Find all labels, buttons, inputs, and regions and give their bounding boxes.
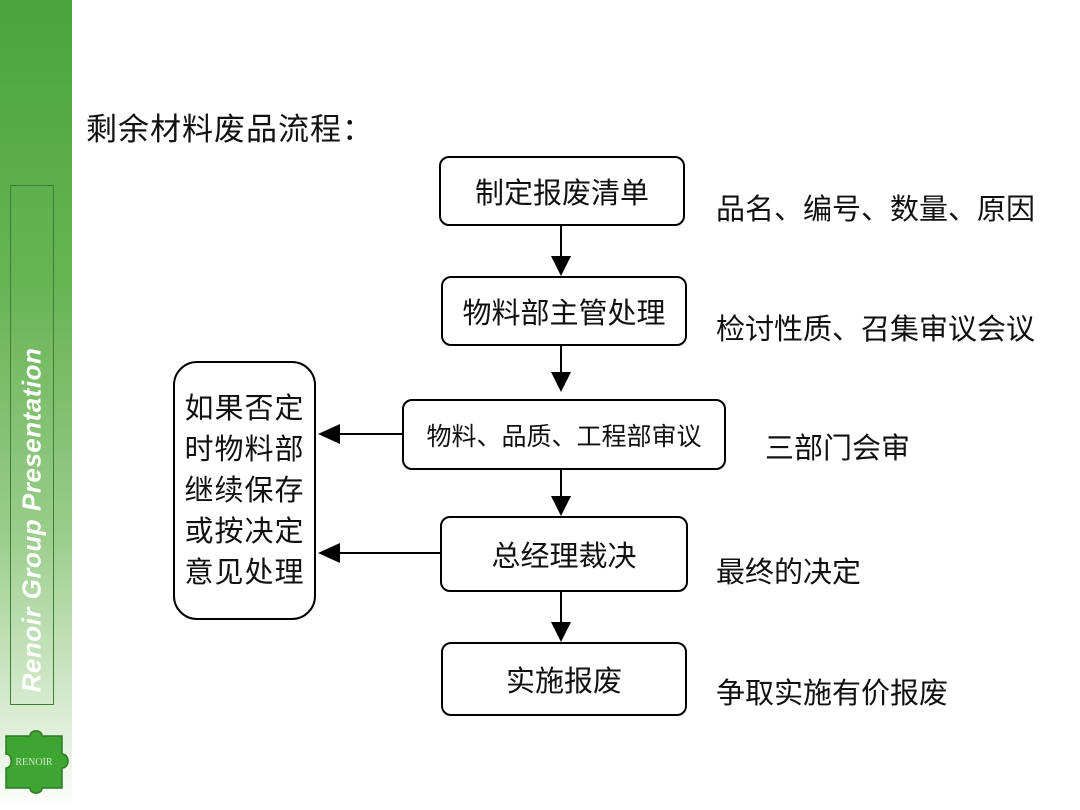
step-box-1: 制定报废清单	[439, 156, 685, 226]
step-note-3: 三部门会审	[765, 431, 911, 465]
step-box-3: 物料、品质、工程部审议	[402, 399, 726, 470]
sidebar-band	[0, 0, 72, 810]
step-box-4: 总经理裁决	[440, 516, 688, 592]
logo-text: RENOIR	[15, 757, 53, 768]
arrow-down-2	[551, 372, 571, 392]
step-note-1: 品名、编号、数量、原因	[716, 192, 1036, 226]
arrow-down-4	[551, 622, 571, 642]
step-note-2: 检讨性质、召集审议会议	[716, 312, 1036, 346]
side-box-text: 如果否定 时物料部 继续保存 或按决定 意见处理	[184, 391, 305, 589]
arrow-left-2	[318, 543, 340, 563]
arrow-down-1	[551, 256, 571, 276]
step-box-2: 物料部主管处理	[441, 276, 687, 346]
side-box: 如果否定 时物料部 继续保存 或按决定 意见处理	[173, 361, 316, 620]
puzzle-logo-icon: RENOIR	[5, 730, 69, 794]
arrow-down-3	[551, 496, 571, 516]
sidebar-frame	[10, 185, 54, 705]
page-title: 剩余材料废品流程：	[86, 112, 374, 148]
step-note-4: 最终的决定	[716, 555, 862, 589]
step-box-5: 实施报废	[441, 642, 687, 716]
step-note-5: 争取实施有价报废	[716, 676, 949, 710]
arrow-left-1	[318, 424, 340, 444]
